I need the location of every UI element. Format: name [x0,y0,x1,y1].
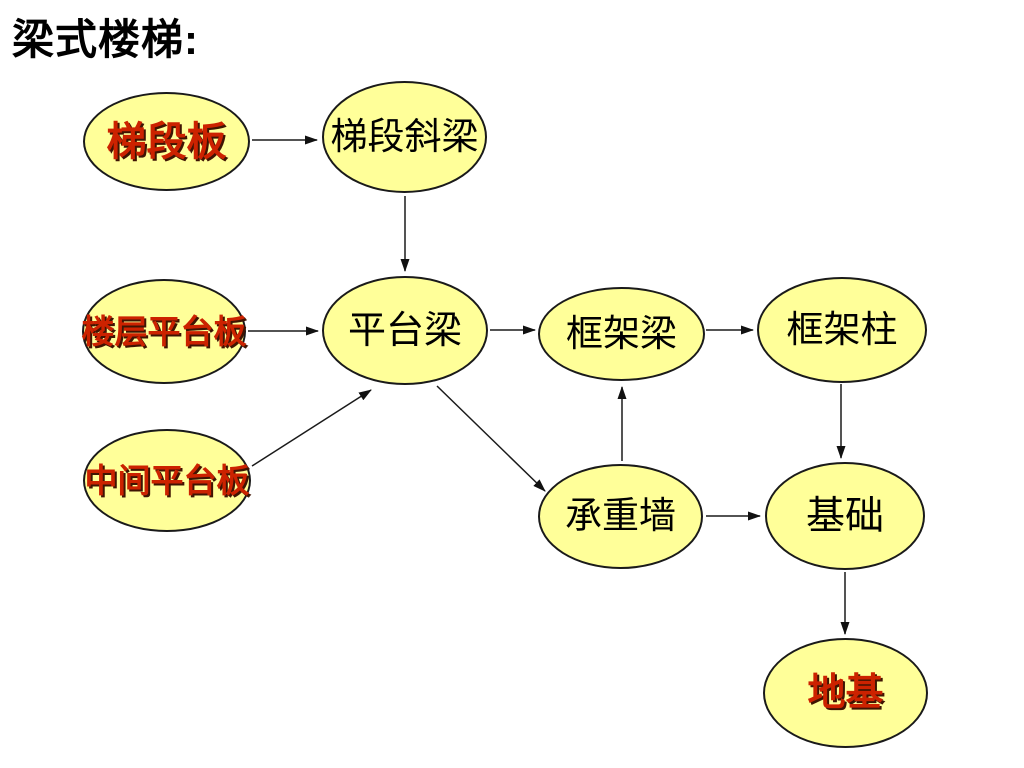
node-frame-beam: 框架梁 [538,287,705,381]
node-frame-column: 框架柱 [757,277,927,383]
node-foundation: 基础 [765,462,925,570]
node-landing-beam: 平台梁 [322,276,488,385]
node-floor-landing-slab: 楼层平台板 [81,279,247,384]
node-label: 地基 [807,672,884,714]
node-subgrade: 地基 [763,638,928,748]
node-label: 梯段板 [106,119,227,164]
node-stair-flight-slab: 梯段板 [83,92,250,191]
node-label: 楼层平台板 [81,313,247,350]
node-label: 中间平台板 [84,462,250,499]
page-title: 梁式楼梯: [12,16,199,63]
node-label: 梯段斜梁 [330,116,479,158]
arrow-intermediate-landing-slab-to-landing-beam [251,389,372,467]
node-intermediate-landing-slab: 中间平台板 [83,429,251,532]
node-label: 承重墙 [565,496,676,537]
node-label: 框架梁 [566,313,677,355]
node-label: 框架柱 [786,309,898,351]
node-stair-sloped-beam: 梯段斜梁 [322,81,487,193]
node-load-bearing-wall: 承重墙 [538,464,703,569]
arrow-landing-beam-to-load-bearing-wall [436,385,546,492]
node-label: 基础 [805,494,884,538]
node-label: 平台梁 [347,309,462,352]
